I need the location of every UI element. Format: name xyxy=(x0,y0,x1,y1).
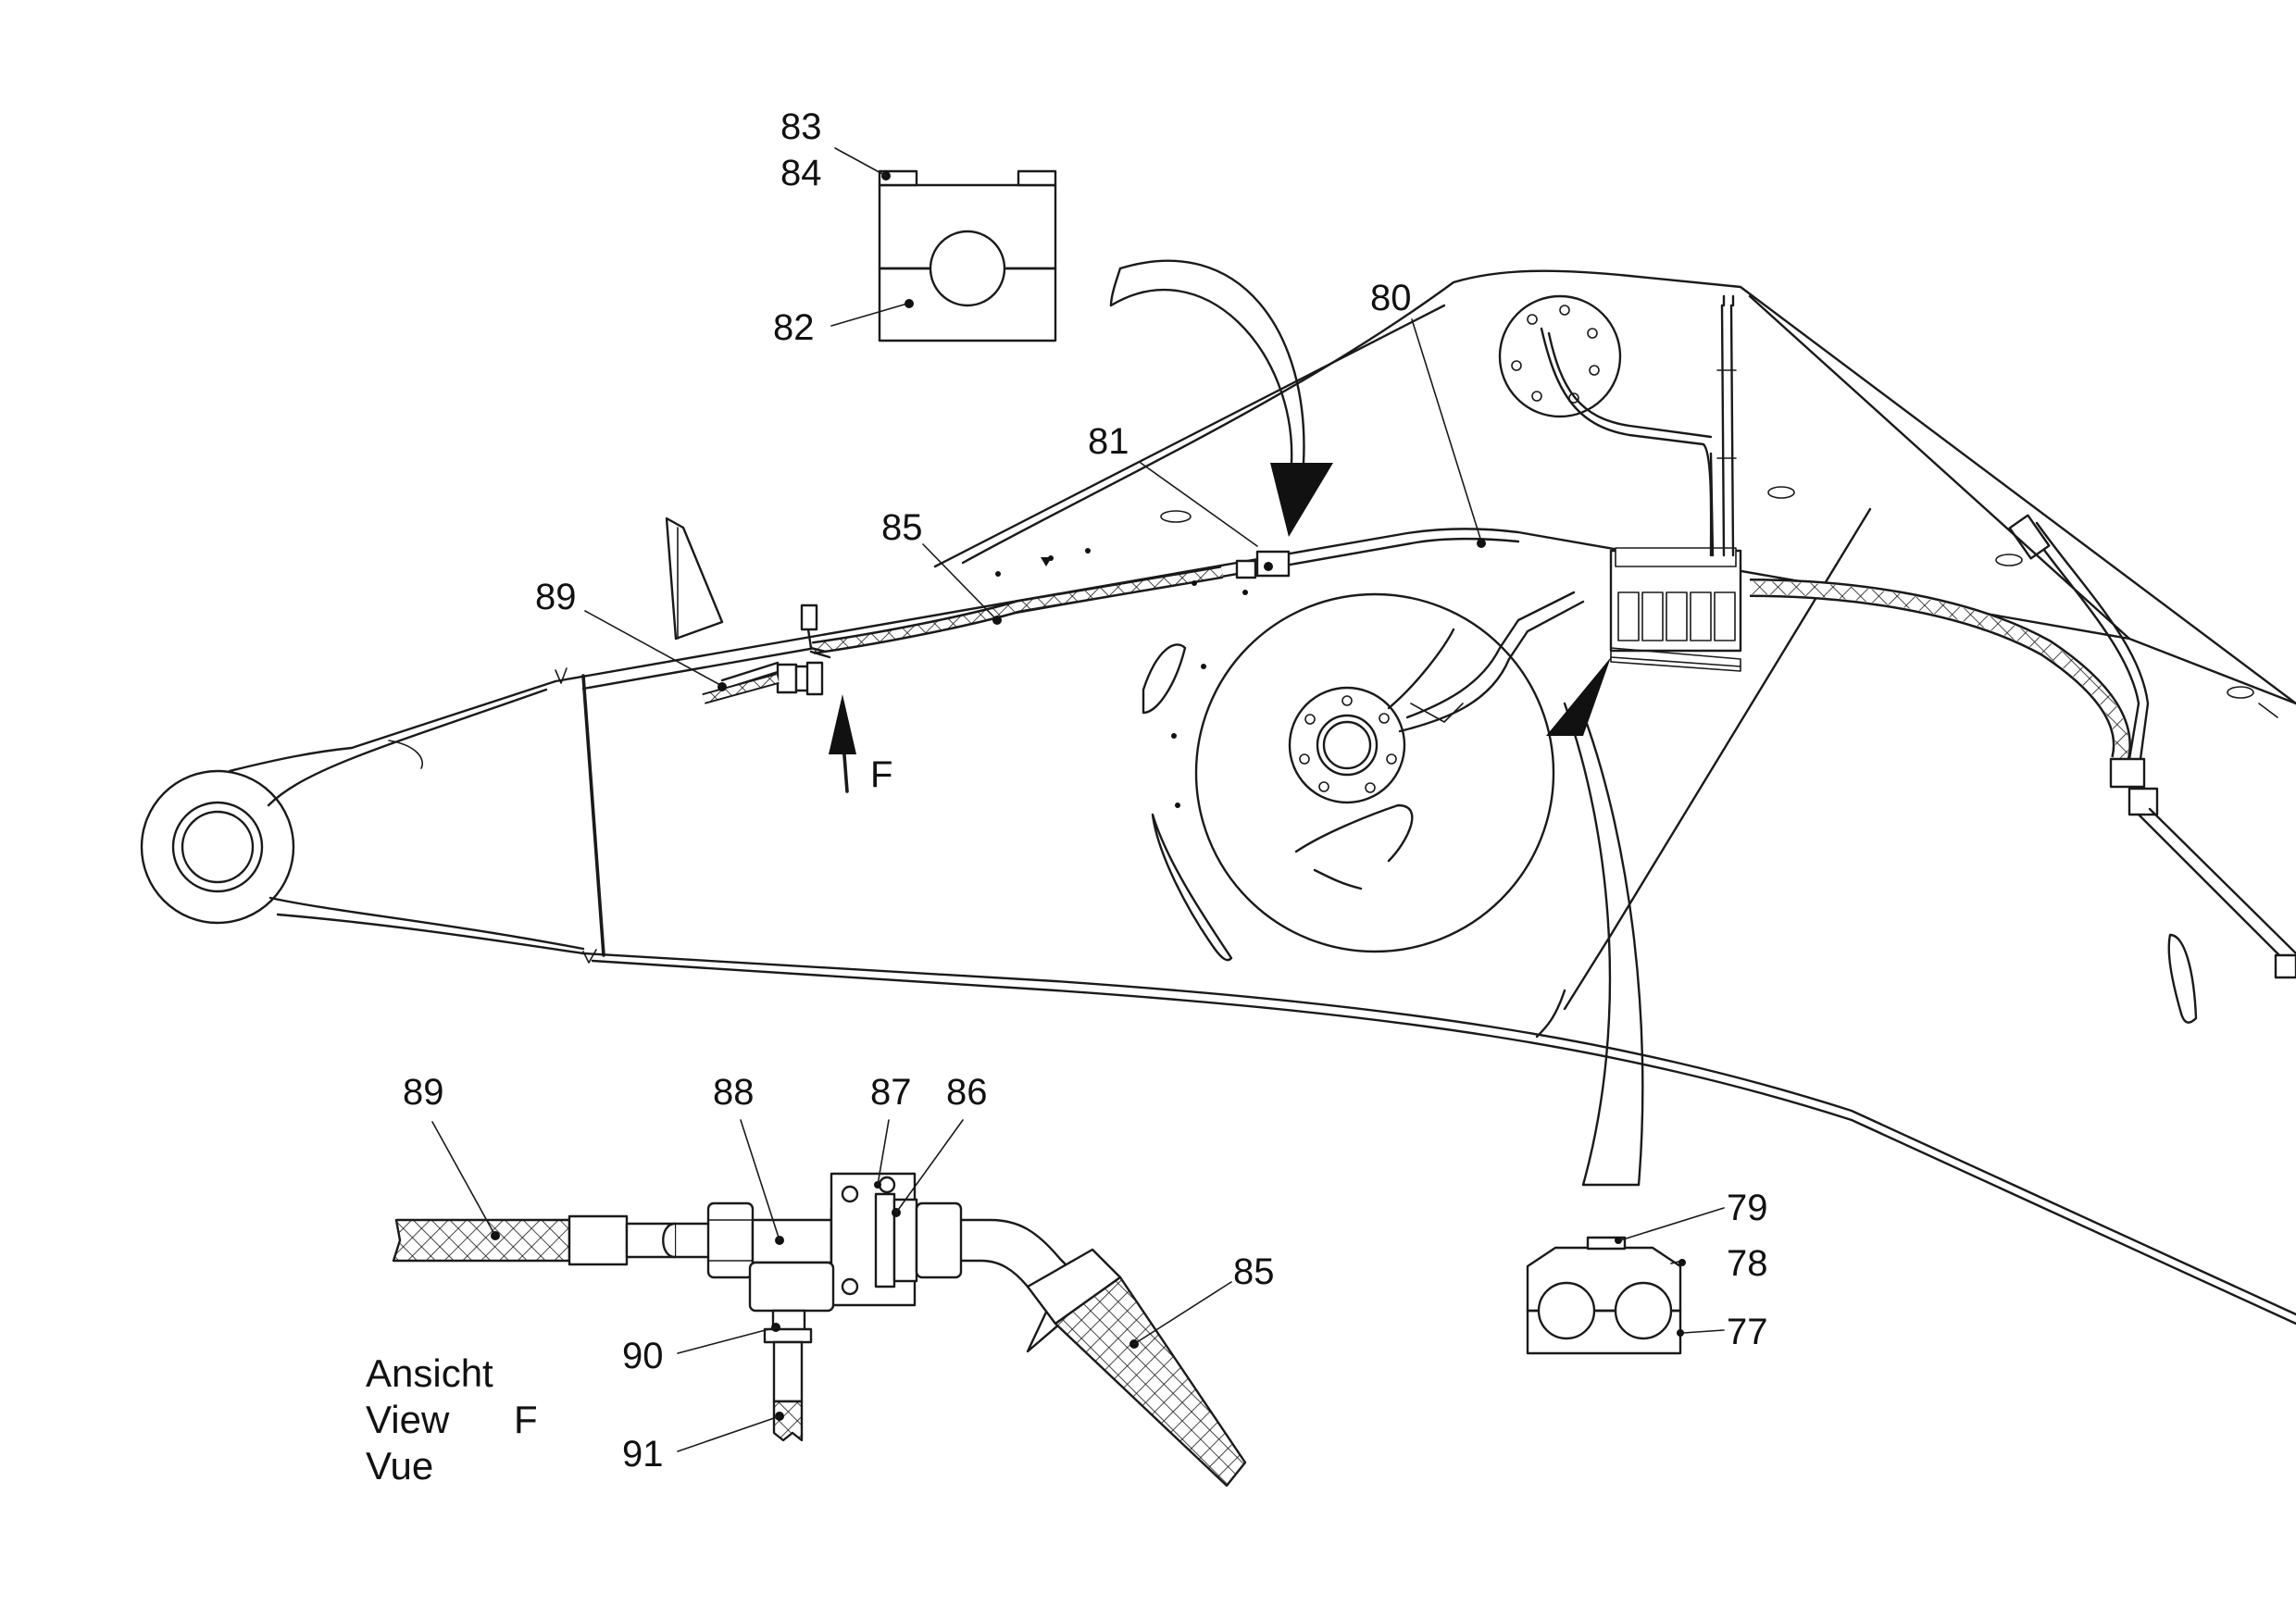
view-caption-view: View xyxy=(366,1398,450,1441)
view-caption-vue: Vue xyxy=(366,1444,433,1487)
view-arrow-letter-f: F xyxy=(870,754,892,795)
callout-88: 88 xyxy=(713,1072,755,1113)
clamp-detail-single xyxy=(878,169,1057,342)
bearing-disc xyxy=(1194,591,1585,953)
boom-hose-85 xyxy=(702,550,1291,704)
view-caption-ansicht: Ansicht xyxy=(366,1351,493,1395)
callout-90: 90 xyxy=(622,1336,664,1376)
callout-91: 91 xyxy=(622,1434,664,1475)
view-arrow-f xyxy=(829,694,856,793)
callout-87: 87 xyxy=(870,1072,912,1113)
callout-86: 86 xyxy=(946,1072,988,1113)
callout-79: 79 xyxy=(1727,1188,1768,1228)
clamp-detail-double xyxy=(1526,1236,1682,1355)
callout-84: 84 xyxy=(780,153,822,193)
callout-89-top: 89 xyxy=(535,577,577,617)
callout-labels: 83 84 82 80 81 85 89 F 89 88 87 86 85 90… xyxy=(403,106,1768,1475)
view-caption-letter-f: F xyxy=(514,1398,538,1441)
callout-81: 81 xyxy=(1088,421,1129,462)
lube-distributor-block xyxy=(1609,547,1742,672)
callout-89-bottom: 89 xyxy=(403,1072,444,1113)
callout-85-bottom: 85 xyxy=(1233,1251,1275,1292)
callout-80: 80 xyxy=(1370,278,1412,318)
callout-82: 82 xyxy=(773,307,815,348)
detail-arrow-upper xyxy=(1109,259,1333,537)
callout-77: 77 xyxy=(1727,1312,1768,1352)
inspection-cover xyxy=(1498,294,1622,418)
boom-structure xyxy=(140,269,2296,1326)
boom-marks xyxy=(995,548,1248,962)
callout-85-top: 85 xyxy=(881,507,923,548)
lube-lines xyxy=(1540,294,2296,979)
callout-83: 83 xyxy=(780,106,822,147)
detail-arrow-lower xyxy=(1546,657,1644,1187)
view-caption: Ansicht View F Vue xyxy=(366,1351,538,1487)
view-f-detail xyxy=(392,1172,1247,1487)
callout-78: 78 xyxy=(1727,1243,1768,1284)
leader-lines xyxy=(431,147,1725,1452)
